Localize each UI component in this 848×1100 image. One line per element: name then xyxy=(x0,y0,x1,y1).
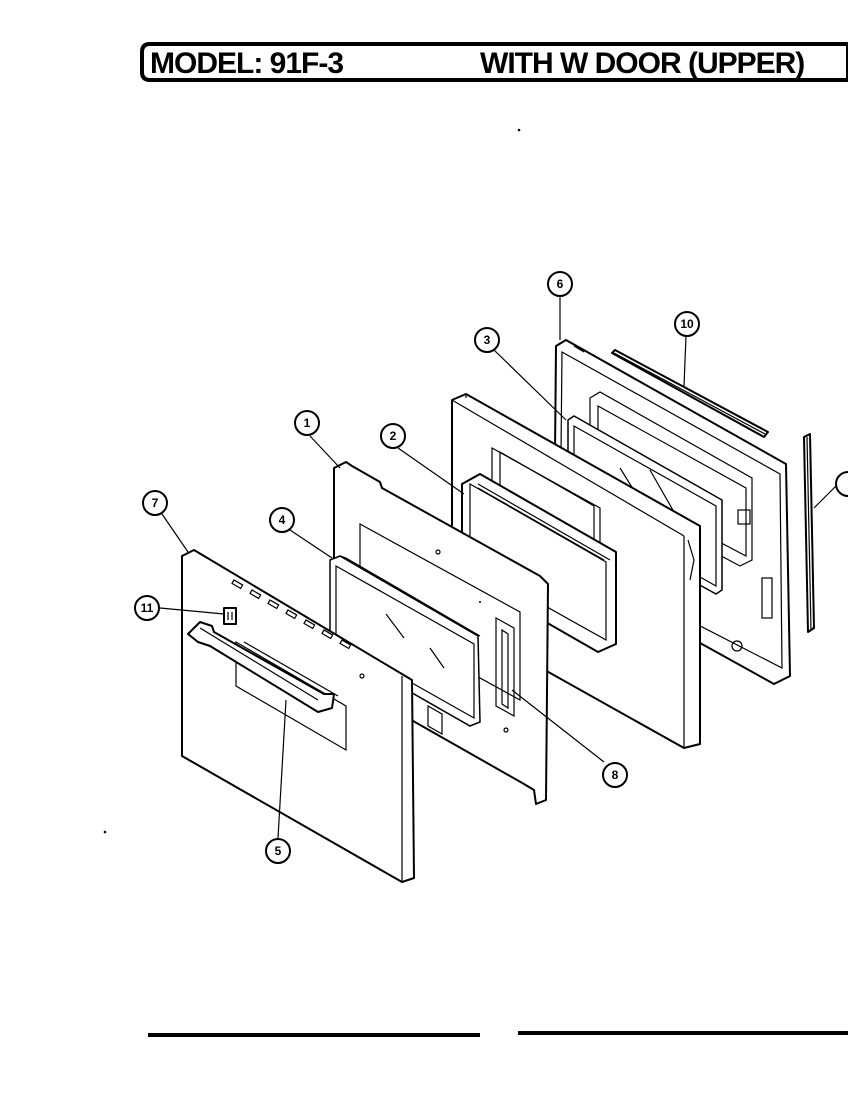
header-banner: MODEL: 91F-3 WITH W DOOR (UPPER) xyxy=(140,42,848,82)
svg-text:1: 1 xyxy=(304,416,311,430)
callout-partial-right xyxy=(835,471,848,497)
callout-8: 8 xyxy=(602,762,628,788)
svg-text:2: 2 xyxy=(390,429,397,443)
callout-4: 4 xyxy=(269,507,295,533)
callout-10: 10 xyxy=(674,311,700,337)
svg-text:10: 10 xyxy=(680,317,694,331)
model-label: MODEL: 91F-3 xyxy=(150,47,343,80)
leader-lines xyxy=(159,296,837,839)
part-11-latch xyxy=(223,607,237,625)
part-4-glass-panel xyxy=(329,555,481,727)
part-7-outer-door xyxy=(181,549,415,883)
speck xyxy=(479,601,481,603)
footer-rules xyxy=(148,1031,848,1037)
speck xyxy=(103,830,107,834)
svg-text:7: 7 xyxy=(152,496,159,510)
svg-text:8: 8 xyxy=(612,768,619,782)
callout-6: 6 xyxy=(547,271,573,297)
svg-text:5: 5 xyxy=(275,844,282,858)
part-10-top-strip xyxy=(611,349,769,438)
svg-text:3: 3 xyxy=(484,333,491,347)
callout-7: 7 xyxy=(142,490,168,516)
svg-text:6: 6 xyxy=(557,277,564,291)
part-5-handle xyxy=(187,621,335,713)
callout-1: 1 xyxy=(294,410,320,436)
callout-3: 3 xyxy=(474,327,500,353)
part-side-strip xyxy=(803,433,815,633)
speck xyxy=(517,128,521,132)
section-label: WITH W DOOR (UPPER) xyxy=(480,47,804,80)
callout-11: 11 xyxy=(134,595,160,621)
svg-text:11: 11 xyxy=(141,601,154,615)
vent-slots xyxy=(231,579,352,650)
callout-2: 2 xyxy=(380,423,406,449)
callout-5: 5 xyxy=(265,838,291,864)
svg-text:4: 4 xyxy=(279,513,286,527)
